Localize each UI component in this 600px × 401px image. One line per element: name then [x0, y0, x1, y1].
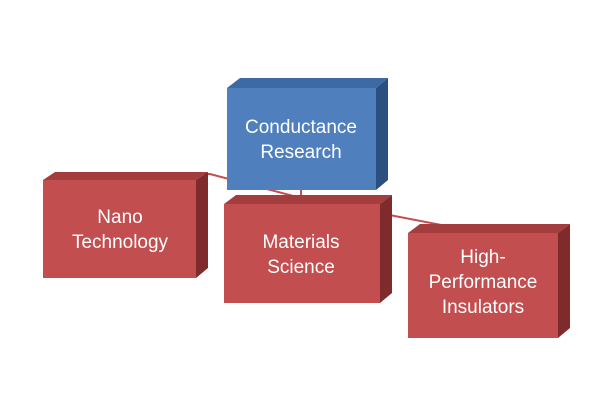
child-node-insulators-label-line-2: Performance: [429, 272, 538, 293]
child-node-nano: Nano Technology: [43, 172, 208, 278]
root-node-side-face: [376, 78, 388, 190]
child-node-materials-front-face: [224, 204, 380, 303]
child-node-materials-label-line-2: Science: [267, 257, 335, 278]
child-node-materials: Materials Science: [224, 195, 392, 303]
child-node-insulators-label-line-3: Insulators: [442, 297, 524, 318]
child-node-insulators-label-line-1: High-: [460, 247, 505, 268]
child-node-nano-side-face: [196, 172, 208, 278]
root-node: Conductance Research: [227, 78, 388, 190]
child-node-nano-label-line-1: Nano: [97, 207, 142, 228]
child-node-insulators: High- Performance Insulators: [408, 224, 570, 338]
root-node-label-line-2: Research: [260, 142, 341, 163]
child-node-materials-top-face: [224, 195, 392, 204]
child-node-nano-front-face: [43, 180, 196, 278]
child-node-materials-label-line-1: Materials: [262, 232, 339, 253]
child-node-insulators-top-face: [408, 224, 570, 233]
child-node-nano-label-line-2: Technology: [72, 232, 169, 253]
root-node-top-face: [227, 78, 388, 88]
child-node-insulators-side-face: [558, 224, 570, 338]
root-node-label-line-1: Conductance: [245, 117, 357, 138]
child-node-insulators-front-face: [408, 233, 558, 338]
child-node-nano-top-face: [43, 172, 208, 180]
root-node-front-face: [227, 88, 376, 190]
child-node-materials-side-face: [380, 195, 392, 303]
